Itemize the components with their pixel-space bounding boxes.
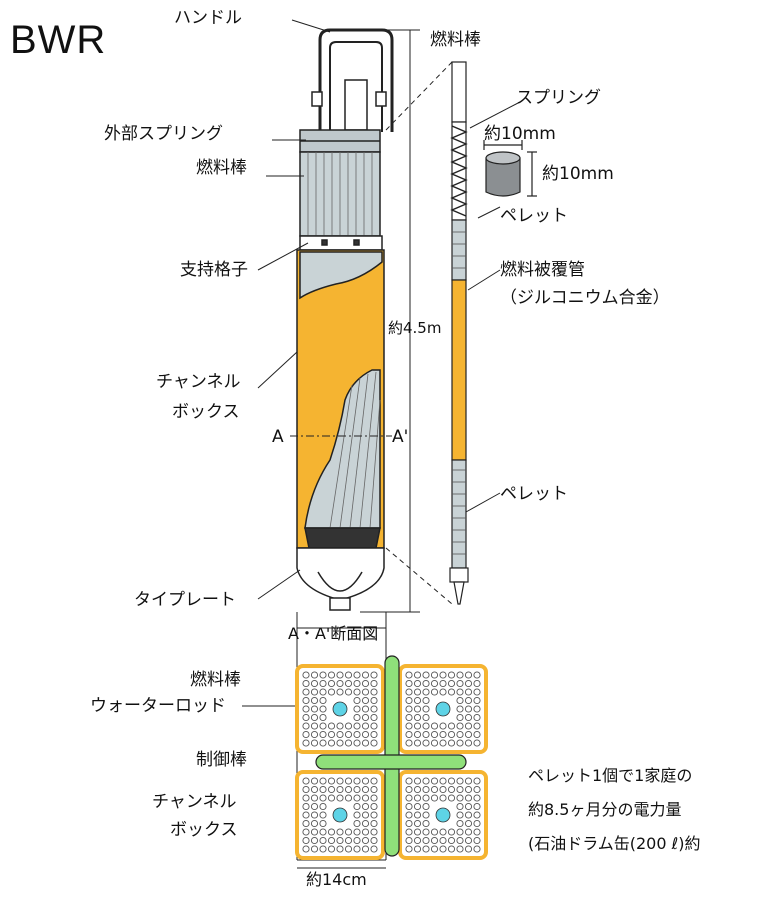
label-handle: ハンドル	[174, 8, 242, 28]
label-section-a-prime: A'	[392, 427, 409, 447]
label-control-rod: 制御棒	[196, 750, 247, 770]
label-support-grid: 支持格子	[180, 260, 248, 280]
note-line-2: 約8.5ヶ月分の電力量	[528, 800, 682, 819]
water-rod-shape	[332, 807, 348, 823]
label-pellet-diameter: 約10mm	[484, 124, 556, 144]
label-length: 約4.5m	[388, 319, 442, 337]
water-rod-shape	[332, 701, 348, 717]
label-channel-box-cs-2: ボックス	[170, 820, 238, 840]
label-spring: スプリング	[516, 88, 601, 108]
fuel-bundles	[295, 664, 488, 860]
label-tie-plate: タイプレート	[134, 590, 236, 610]
label-pellet-lower: ペレット	[500, 484, 568, 504]
leader-lines	[242, 19, 521, 707]
label-channel-box-cs-1: チャンネル	[152, 792, 237, 812]
label-width: 約14cm	[306, 870, 367, 889]
label-water-rod: ウォーターロッド	[90, 696, 226, 716]
water-rod-shape	[435, 701, 451, 717]
label-outer-spring: 外部スプリング	[104, 124, 223, 144]
label-section-title: A・A'断面図	[288, 624, 379, 643]
fuel-rods-exposed	[299, 251, 383, 300]
label-channel-box-1: チャンネル	[156, 372, 241, 392]
label-fuel-rod-cs: 燃料棒	[190, 670, 241, 690]
pellet-closeup	[483, 140, 537, 197]
fuel-assembly	[290, 28, 420, 613]
label-cladding-1: 燃料被覆管	[500, 260, 585, 280]
note-line-1: ペレット1個で1家庭の	[528, 766, 693, 785]
control-rod-shape	[315, 655, 467, 857]
label-pellet-top: ペレット	[500, 206, 568, 226]
note-line-3: (石油ドラム缶(200 ℓ)約	[528, 834, 701, 853]
label-channel-box-2: ボックス	[172, 402, 240, 422]
fuel-bundle	[295, 664, 385, 754]
support-grid-shape	[299, 235, 383, 251]
diagram-title: BWR	[10, 18, 107, 62]
label-fuel-rod-top: 燃料棒	[430, 30, 481, 50]
fuel-bundle	[398, 664, 488, 754]
label-pellet-height: 約10mm	[542, 164, 614, 184]
fuel-rod	[385, 61, 469, 605]
label-section-a: A	[272, 427, 284, 447]
fuel-bundle	[295, 770, 385, 860]
cladding-shape	[451, 279, 467, 461]
water-rod-shape	[435, 807, 451, 823]
handle-shape	[318, 28, 394, 132]
tie-plate-shape	[296, 547, 385, 601]
label-cladding-2: （ジルコニウム合金）	[500, 288, 670, 308]
label-fuel-rod-left: 燃料棒	[196, 158, 247, 178]
fuel-bundle	[398, 770, 488, 860]
